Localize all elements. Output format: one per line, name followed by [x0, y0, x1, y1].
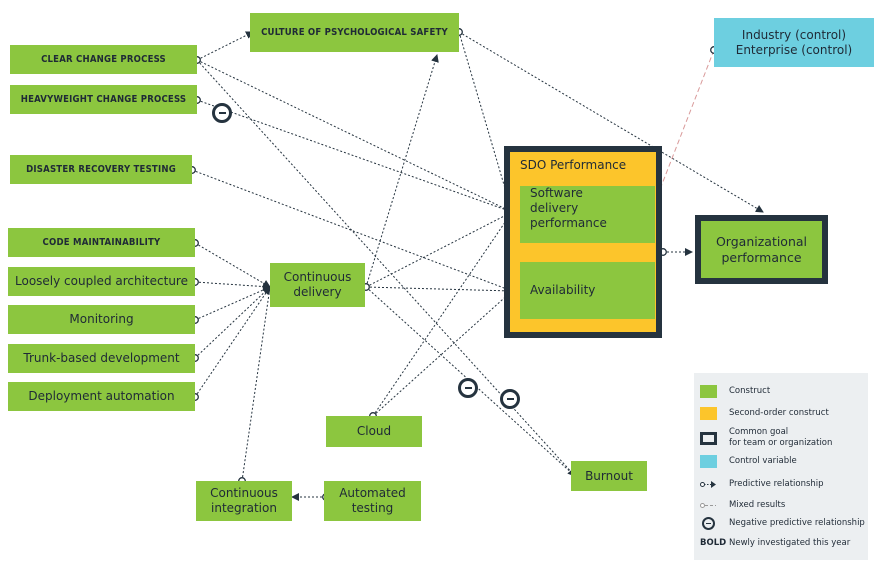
edge-cloud-to-sdp — [372, 211, 513, 417]
node-label-line-1: Automated — [339, 486, 406, 500]
legend-label: Construct — [729, 386, 771, 396]
node-label-line-1: Continuous — [210, 486, 278, 500]
node-label: Monitoring — [69, 312, 134, 326]
legend-mixed: Mixed results — [700, 499, 785, 512]
edge-heavy-to-sdp — [196, 99, 513, 213]
node-label: DISASTER RECOVERY TESTING — [26, 164, 176, 175]
node-label: Trunk-based development — [23, 351, 180, 365]
negative-icon-wrap — [700, 517, 717, 530]
node-cloud: Cloud — [326, 416, 422, 447]
node-continuous-integration: Continuous integration — [196, 481, 292, 521]
edge-cd-to-availability — [365, 286, 513, 295]
node-disaster-recovery-testing: DISASTER RECOVERY TESTING — [10, 155, 192, 184]
node-label-line-1: Continuous — [283, 270, 352, 284]
edge-clear-to-culture — [196, 31, 254, 61]
edge-control-mixed — [651, 49, 715, 211]
node-label-line-1: Industry (control) — [741, 27, 847, 42]
node-label: Loosely coupled architecture — [15, 274, 188, 288]
node-label: Burnout — [585, 468, 633, 483]
node-control-variables: Industry (control) Enterprise (control) — [714, 18, 874, 67]
org-label: Organizational performance — [716, 234, 807, 266]
node-label-line-1: Software — [530, 186, 583, 200]
legend-label: Predictive relationship — [729, 479, 824, 489]
legend-label-line-1: Common goal — [729, 427, 789, 437]
control-swatch — [700, 455, 717, 468]
edge-culture-to-org — [458, 31, 764, 213]
legend-label: Second-order construct — [729, 408, 829, 418]
node-label: HEAVYWEIGHT CHANGE PROCESS — [20, 94, 187, 105]
node-label: CULTURE OF PSYCHOLOGICAL SAFETY — [261, 27, 448, 38]
legend-second-order: Second-order construct — [700, 407, 829, 420]
edge-cloud-to-availability — [372, 290, 513, 417]
edge-dr-to-availability — [191, 169, 513, 292]
legend-label-line-2: for team or organization — [729, 438, 833, 448]
node-continuous-delivery: Continuous delivery — [270, 263, 365, 307]
edge-clear-to-sdp — [196, 59, 513, 213]
edge-cd-to-culture — [365, 54, 439, 288]
node-label-line-2: integration — [211, 501, 277, 515]
second-order-swatch — [700, 407, 717, 420]
legend: Construct Second-order construct Common … — [694, 373, 868, 560]
node-label-line-1: Organizational — [715, 233, 808, 249]
node-label-line-3: performance — [530, 216, 607, 230]
node-organizational-performance: Organizational performance — [695, 215, 828, 284]
sdo-performance-title: SDO Performance — [520, 158, 627, 172]
node-label-line-2: performance — [721, 249, 802, 265]
edge-culture-to-sdp — [458, 31, 513, 213]
mixed-results-icon — [700, 503, 716, 508]
node-label-line-2: delivery — [293, 285, 342, 299]
node-clear-change-process: CLEAR CHANGE PROCESS — [10, 45, 197, 74]
legend-bold-key: BOLD — [700, 538, 727, 548]
sdo-performance-box: SDO Performance Software delivery perfor… — [504, 146, 662, 338]
node-label-line-2: Enterprise (control) — [735, 42, 853, 57]
legend-label: Mixed results — [729, 500, 786, 510]
legend-label: Newly investigated this year — [729, 538, 851, 548]
node-deployment-automation: Deployment automation — [8, 382, 195, 411]
node-loosely-coupled-architecture: Loosely coupled architecture — [8, 267, 195, 296]
legend-common-goal: Common goal for team or organization — [700, 427, 832, 449]
legend-negative: Negative predictive relationship — [700, 517, 865, 530]
node-monitoring: Monitoring — [8, 305, 195, 334]
node-culture-psychological-safety: CULTURE OF PSYCHOLOGICAL SAFETY — [250, 13, 459, 52]
node-automated-testing: Automated testing — [324, 481, 421, 521]
node-label-line-2: testing — [351, 501, 394, 515]
node-burnout: Burnout — [571, 461, 647, 491]
legend-control: Control variable — [700, 455, 797, 468]
node-availability: Availability — [520, 262, 655, 319]
common-goal-swatch — [700, 431, 717, 445]
node-label: CLEAR CHANGE PROCESS — [41, 54, 166, 65]
node-label: Cloud — [356, 424, 392, 438]
legend-label: Control variable — [729, 456, 797, 466]
construct-swatch — [700, 385, 717, 398]
node-label: Availability — [530, 283, 596, 297]
legend-label: Negative predictive relationship — [729, 518, 865, 528]
node-label: CODE MAINTAINABILITY — [42, 237, 161, 248]
edge-loose-to-cd — [194, 281, 271, 291]
edge-cm-to-cd — [194, 242, 271, 288]
negative-relationship-icon — [212, 103, 232, 123]
edge-trunk-to-cd — [194, 286, 271, 359]
negative-relationship-icon — [500, 389, 520, 409]
legend-bold: BOLD Newly investigated this year — [700, 538, 850, 549]
negative-relationship-icon — [702, 517, 715, 530]
negative-relationship-icon — [458, 378, 478, 398]
node-trunk-based-development: Trunk-based development — [8, 344, 195, 373]
node-label-line-2: delivery — [530, 201, 579, 215]
edge-cd-to-sdp — [365, 211, 513, 288]
node-software-delivery-performance: Software delivery performance — [520, 186, 655, 243]
legend-construct: Construct — [700, 385, 770, 398]
minus-icon — [706, 522, 711, 525]
edge-mon-to-cd — [194, 286, 271, 321]
legend-predictive: Predictive relationship — [700, 478, 824, 491]
edge-ci-to-cd — [241, 286, 271, 482]
predictive-arrow-icon — [700, 481, 716, 488]
node-heavyweight-change-process: HEAVYWEIGHT CHANGE PROCESS — [10, 85, 197, 114]
node-code-maintainability: CODE MAINTAINABILITY — [8, 228, 195, 257]
legend-label-group: Common goal for team or organization — [729, 427, 832, 449]
node-label: Deployment automation — [28, 389, 175, 403]
